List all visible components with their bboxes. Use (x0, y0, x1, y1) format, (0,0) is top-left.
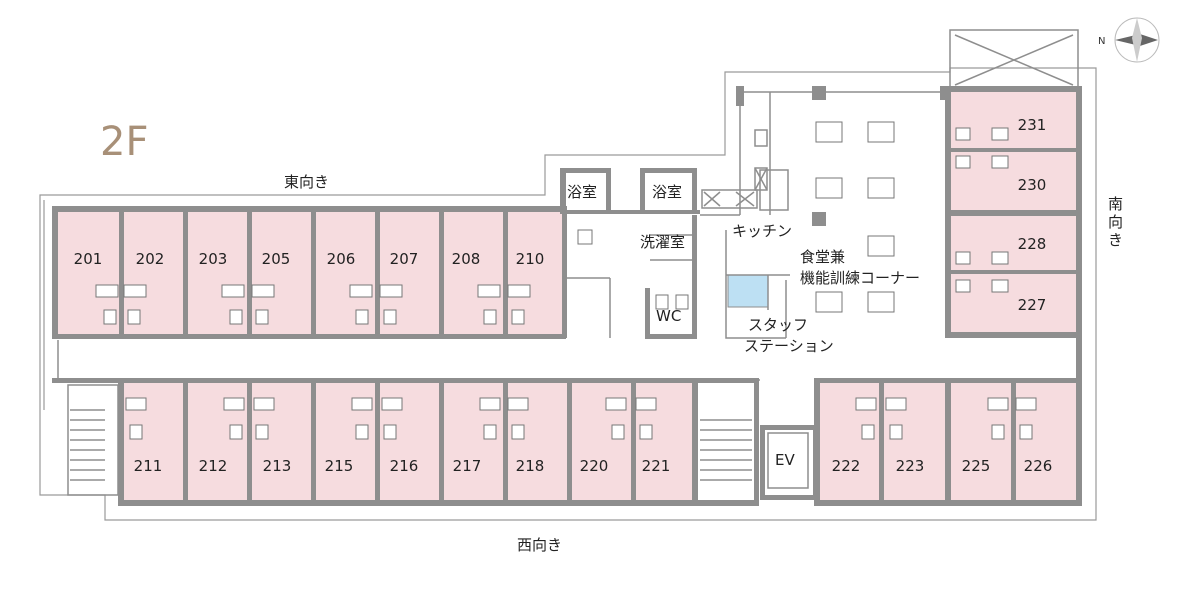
staff-label-1: スタッフ (748, 316, 808, 334)
laundry-label: 洗濯室 (640, 233, 685, 251)
floor-label: 2F (100, 119, 148, 165)
room-227: 227 (1018, 296, 1047, 314)
south-room-numbers: 231 230 228 227 (1018, 116, 1047, 314)
direction-east: 東向き (284, 173, 329, 191)
terrace-diagonal (954, 34, 1074, 86)
room-201: 201 (74, 250, 103, 268)
room-fixtures (95, 127, 1037, 440)
room-226: 226 (1024, 457, 1053, 475)
room-207: 207 (390, 250, 419, 268)
thin-lines (57, 91, 945, 496)
direction-south-1: 南 (1108, 195, 1123, 213)
staff-station-area (727, 274, 769, 308)
room-223: 223 (896, 457, 925, 475)
room-215: 215 (325, 457, 354, 475)
room-228: 228 (1018, 235, 1047, 253)
kitchen-label: キッチン (732, 222, 792, 240)
room-218: 218 (516, 457, 545, 475)
walls (52, 86, 1082, 506)
room-206: 206 (327, 250, 356, 268)
room-216: 216 (390, 457, 419, 475)
east-room-numbers: 201 202 203 205 206 207 208 210 (74, 250, 545, 268)
room-211: 211 (134, 457, 163, 475)
room-208: 208 (452, 250, 481, 268)
compass-icon (1114, 17, 1160, 63)
west-room-row (122, 382, 1078, 500)
compass-north-label: N (1098, 36, 1105, 47)
room-203: 203 (199, 250, 228, 268)
room-217: 217 (453, 457, 482, 475)
wc-label: WC (656, 307, 681, 325)
room-222: 222 (832, 457, 861, 475)
dining-label-1: 食堂兼 (800, 248, 845, 266)
dining-tables (815, 121, 895, 313)
dining-label-2: 機能訓練コーナー (800, 269, 920, 287)
room-230: 230 (1018, 176, 1047, 194)
south-room-block (950, 92, 1078, 334)
room-210: 210 (516, 250, 545, 268)
room-225: 225 (962, 457, 991, 475)
room-202: 202 (136, 250, 165, 268)
staff-label-2: ステーション (744, 337, 834, 355)
west-room-numbers: 211 212 213 215 216 217 218 220 221 222 … (134, 457, 1053, 475)
ev-label: EV (775, 451, 795, 469)
bath-2-label: 浴室 (652, 183, 682, 201)
room-213: 213 (263, 457, 292, 475)
bath-1-label: 浴室 (567, 183, 597, 201)
direction-south-2: 向 (1108, 213, 1123, 231)
room-205: 205 (262, 250, 291, 268)
direction-west: 西向き (517, 536, 562, 554)
direction-south-3: き (1108, 231, 1123, 249)
room-231: 231 (1018, 116, 1047, 134)
east-room-row (58, 212, 564, 337)
room-220: 220 (580, 457, 609, 475)
room-221: 221 (642, 457, 671, 475)
room-212: 212 (199, 457, 228, 475)
